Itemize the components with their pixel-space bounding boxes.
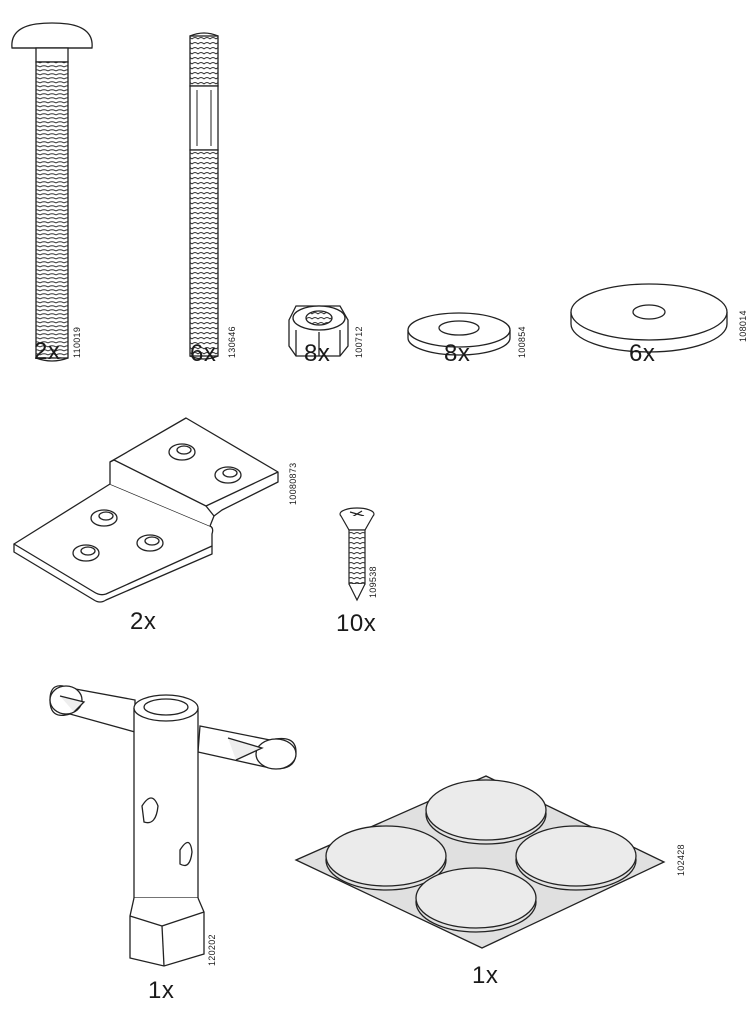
hex-nut-quantity: 8x (304, 340, 331, 367)
threaded-rod-quantity: 6x (190, 340, 217, 367)
box-wrench-drawing (49, 685, 297, 967)
felt-pads-quantity: 1x (472, 962, 499, 989)
threaded-rod-drawing (189, 32, 219, 360)
small-washer-quantity: 8x (444, 340, 471, 367)
small-washer-drawing (407, 312, 511, 356)
large-washer-code: 108014 (738, 310, 748, 342)
felt-pads-drawing (294, 775, 666, 949)
wood-screw-code: 109538 (368, 566, 378, 598)
wood-screw-quantity: 10x (336, 610, 377, 637)
carriage-bolt-quantity: 2x (34, 338, 61, 365)
angle-bracket-code: 10080873 (288, 462, 298, 505)
hex-nut-drawing (288, 305, 349, 357)
felt-pads-code: 102428 (676, 844, 686, 876)
box-wrench-code: 120202 (207, 934, 217, 966)
angle-bracket-quantity: 2x (130, 608, 157, 635)
hex-nut-code: 100712 (354, 326, 364, 358)
large-washer-quantity: 6x (629, 340, 656, 367)
small-washer-code: 100854 (517, 326, 527, 358)
angle-bracket-drawing (13, 417, 279, 603)
large-washer-drawing (570, 283, 728, 353)
carriage-bolt-drawing (11, 22, 93, 362)
wood-screw-drawing (339, 507, 375, 602)
carriage-bolt-code: 110019 (72, 326, 82, 358)
threaded-rod-code: 130646 (227, 326, 237, 358)
box-wrench-quantity: 1x (148, 977, 175, 1004)
